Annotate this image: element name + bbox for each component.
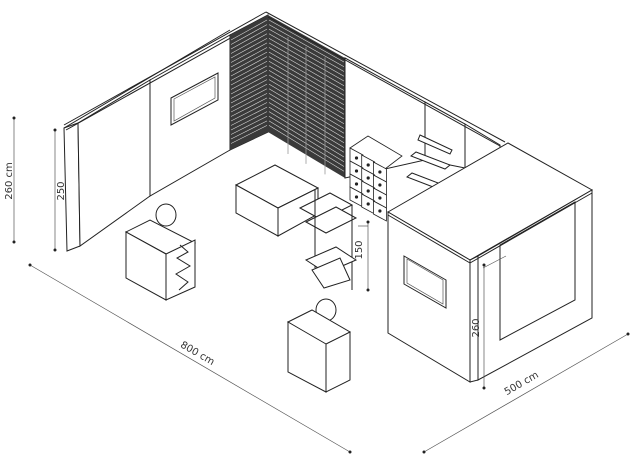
left-side-wall <box>63 29 231 252</box>
central-counter <box>234 164 368 290</box>
dim-counter-height: 150 <box>354 240 365 259</box>
cube-shelf <box>349 135 403 222</box>
wall-screen-left <box>170 72 219 126</box>
reception-desk-left <box>124 203 197 301</box>
slat-wall <box>230 15 345 178</box>
storage-room <box>387 142 594 383</box>
dim-wall-height: 250 <box>56 181 67 200</box>
reception-desk-right <box>286 298 352 393</box>
dimension-lines <box>12 116 630 454</box>
dim-total-height: 260 cm <box>4 162 15 200</box>
dim-storage-height: 260 <box>471 318 482 337</box>
wall-screen-right <box>403 255 447 309</box>
dim-depth: 500 cm <box>503 370 541 398</box>
dim-length: 800 cm <box>178 340 216 368</box>
